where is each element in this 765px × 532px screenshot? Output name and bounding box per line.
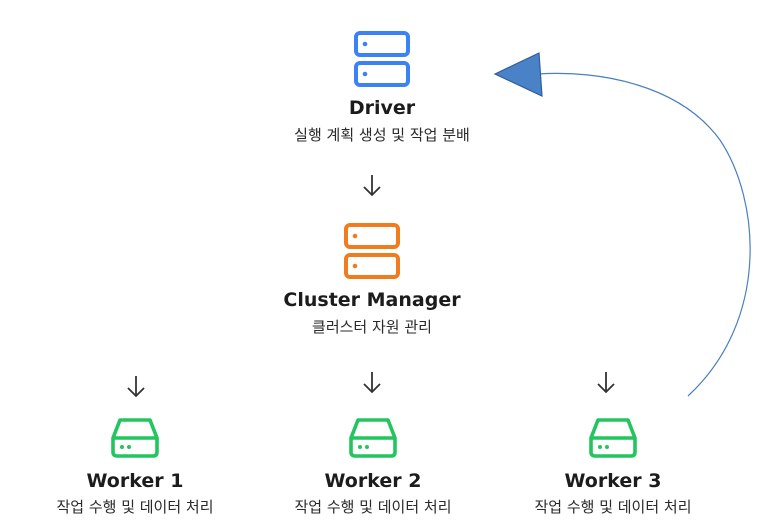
worker-3-subtitle: 작업 수행 및 데이터 처리 [534, 498, 692, 516]
worker-1-title: Worker 1 [86, 470, 184, 492]
driver-subtitle: 실행 계획 생성 및 작업 분배 [294, 126, 470, 144]
down-arrow-icon [363, 175, 381, 197]
down-arrow-icon [127, 376, 145, 398]
feedback-curve [537, 72, 751, 397]
feedback-arrowhead [493, 52, 543, 97]
server-icon [344, 223, 400, 279]
driver-title: Driver [348, 97, 416, 119]
cluster-manager-node: Cluster Manager 클러스터 자원 관리 [222, 222, 522, 338]
hard-drive-icon [111, 418, 159, 458]
worker-2-title: Worker 2 [324, 470, 422, 492]
driver-node: Driver 실행 계획 생성 및 작업 분배 [232, 30, 532, 146]
worker-3-title: Worker 3 [564, 470, 662, 492]
worker-3-node: Worker 3 작업 수행 및 데이터 처리 [478, 416, 748, 518]
hard-drive-icon [349, 418, 397, 458]
worker-2-subtitle: 작업 수행 및 데이터 처리 [294, 498, 452, 516]
cluster-manager-title: Cluster Manager [283, 289, 461, 311]
worker-1-subtitle: 작업 수행 및 데이터 처리 [56, 498, 214, 516]
server-icon [354, 31, 410, 87]
down-arrow-icon [597, 372, 615, 394]
cluster-manager-subtitle: 클러스터 자원 관리 [312, 318, 432, 336]
worker-2-node: Worker 2 작업 수행 및 데이터 처리 [238, 416, 508, 518]
hard-drive-icon [589, 418, 637, 458]
worker-1-node: Worker 1 작업 수행 및 데이터 처리 [0, 416, 270, 518]
down-arrow-icon [363, 372, 381, 394]
